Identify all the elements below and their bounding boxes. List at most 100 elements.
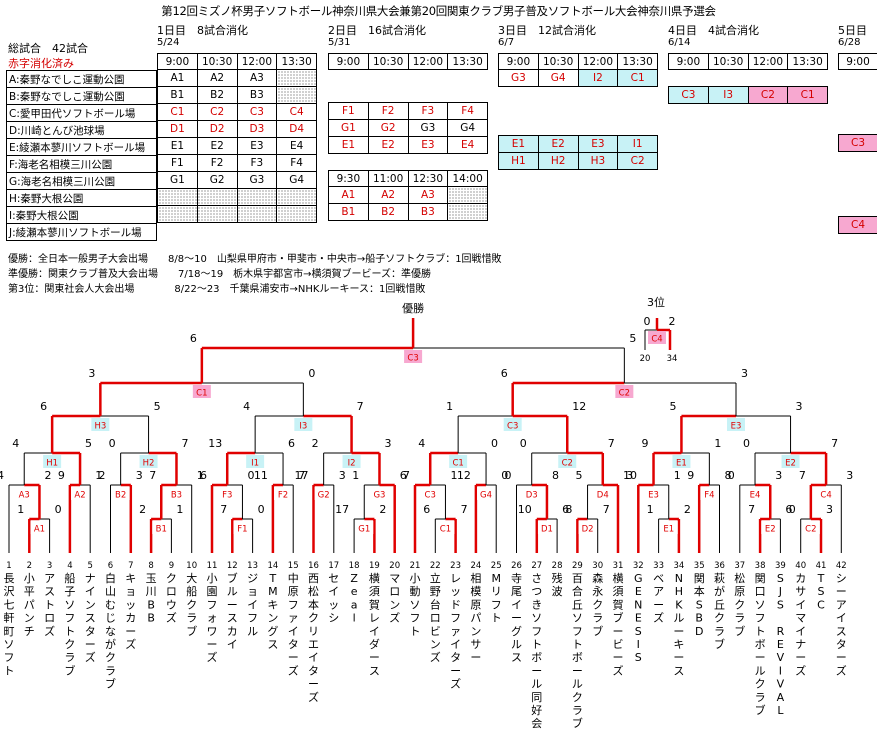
match-label-bg <box>449 455 468 468</box>
team-number: 5 <box>87 561 92 571</box>
score-right: 7 <box>298 469 305 482</box>
team-number: 22 <box>430 561 441 571</box>
match-label: C3 <box>425 491 436 501</box>
day2-time-1: 10:30 <box>367 53 409 70</box>
day3-label: 3日目 12試合消化 <box>498 24 596 37</box>
score-left: 1 <box>647 503 654 516</box>
match-label: C3 <box>507 422 518 432</box>
match-label: F2 <box>278 491 288 501</box>
score-right: 7 <box>831 437 838 450</box>
score-left: 0 <box>520 437 527 450</box>
team-name: 横須賀ブービーズ <box>613 571 624 677</box>
day1-cell: F4 <box>276 154 317 172</box>
match-label: D4 <box>597 491 609 501</box>
day1-cell <box>236 188 278 206</box>
score-left: 4 <box>12 437 19 450</box>
match-label: E2 <box>785 459 796 469</box>
team-number: 32 <box>633 561 644 571</box>
day5-label: 5日目 <box>838 24 867 37</box>
day4-cell: I3 <box>707 86 749 104</box>
match-label: E4 <box>750 491 761 501</box>
score-left: 17 <box>295 469 309 482</box>
team-number: 31 <box>613 561 624 571</box>
venue-j: J:綾瀬本蓼川ソフトボール場 <box>6 223 157 241</box>
venue-c: C:愛甲田代ソフトボール場 <box>6 104 157 122</box>
team-name: 百合丘ソフトボールクラブ <box>572 572 583 730</box>
match-label-bg <box>672 455 691 468</box>
team-name: 寺尾イーグルス <box>511 572 522 664</box>
match-label-bg <box>111 487 130 500</box>
score-right: 1 <box>176 503 183 516</box>
team-number: 8 <box>148 561 153 571</box>
score-right: 6 <box>400 469 407 482</box>
day1-time-1: 10:30 <box>196 53 238 70</box>
match-label-bg <box>192 385 211 398</box>
match-label: B2 <box>115 491 126 501</box>
team-name: 白山むじながクラブ <box>105 571 116 691</box>
total-games: 総試合 42試合 <box>8 42 88 55</box>
match-label-bg <box>503 418 522 431</box>
team-name: 船子ソフトクラブ <box>64 571 75 677</box>
match-label-bg <box>578 521 597 534</box>
score-right: 1 <box>95 469 102 482</box>
team-number: 29 <box>572 561 583 571</box>
score-right: 1 <box>674 469 681 482</box>
day4-time-3: 13:30 <box>787 53 828 70</box>
score-left: 13 <box>208 437 222 450</box>
team-name: 相模原パンサー <box>470 572 481 664</box>
third-match-label-bg <box>648 331 666 344</box>
score-right: 12 <box>572 400 586 413</box>
team-number: 35 <box>694 561 705 571</box>
team-name: 中原ファイターズ <box>288 572 299 677</box>
match-label-bg <box>817 487 836 500</box>
score-right: 0 <box>491 437 498 450</box>
day1-cell <box>276 86 317 104</box>
score-left: 2 <box>99 469 106 482</box>
day1-cell <box>157 188 198 206</box>
team-number: 42 <box>836 561 847 571</box>
team-name: キョッカーズ <box>125 572 136 651</box>
day1-time-2: 12:00 <box>236 53 278 70</box>
score-left: 9 <box>58 469 65 482</box>
score-right: 0 <box>55 503 62 516</box>
team-name: カサイマイナーズ <box>795 572 806 677</box>
match-label: C3 <box>407 354 418 364</box>
day4-time-2: 12:00 <box>747 53 789 70</box>
match-label: H3 <box>94 422 106 432</box>
champion-label: 優勝 <box>402 301 424 315</box>
score-left: 7 <box>403 469 410 482</box>
score-left: 7 <box>220 503 227 516</box>
note-runnerup: 準優勝：関東クラブ普及大会出場 7/18～19 栃木県宇都宮市→横須賀ブービーズ… <box>8 269 432 280</box>
match-label-bg <box>167 487 186 500</box>
match-label-bg <box>43 455 62 468</box>
match-label-bg <box>593 487 612 500</box>
day2-h-time-3: 14:00 <box>447 170 488 187</box>
day1-cell: C3 <box>236 103 278 121</box>
day2-cell: A2 <box>367 186 409 204</box>
third-label: 3位 <box>647 295 665 309</box>
team-name: さつきソフトボール同好会 <box>531 572 542 730</box>
venue-d: D:川崎とんび池球場 <box>6 121 157 139</box>
score-right: 6 <box>785 503 792 516</box>
team-number: 40 <box>795 561 806 571</box>
team-name: 小平パンチ <box>24 572 35 638</box>
score-left: 10 <box>518 503 532 516</box>
match-label: G4 <box>480 491 492 501</box>
team-number: 33 <box>653 561 664 571</box>
venue-h: H:秦野大根公園 <box>6 189 157 207</box>
score-right: 2 <box>684 503 691 516</box>
team-name: 横須賀レイダース <box>369 571 380 677</box>
team-number: 17 <box>328 561 339 571</box>
score-right: 7 <box>608 437 615 450</box>
score-right: 2 <box>379 503 386 516</box>
score-left: 4 <box>0 469 4 482</box>
team-number: 13 <box>247 561 258 571</box>
team-name: 長沢七軒町ソフト <box>4 572 15 677</box>
match-label: G1 <box>358 525 370 535</box>
team-number: 2 <box>27 561 32 571</box>
team-number: 18 <box>349 561 360 571</box>
third-team-left: 20 <box>640 354 651 364</box>
team-name: 小園フォワーズ <box>207 572 218 664</box>
